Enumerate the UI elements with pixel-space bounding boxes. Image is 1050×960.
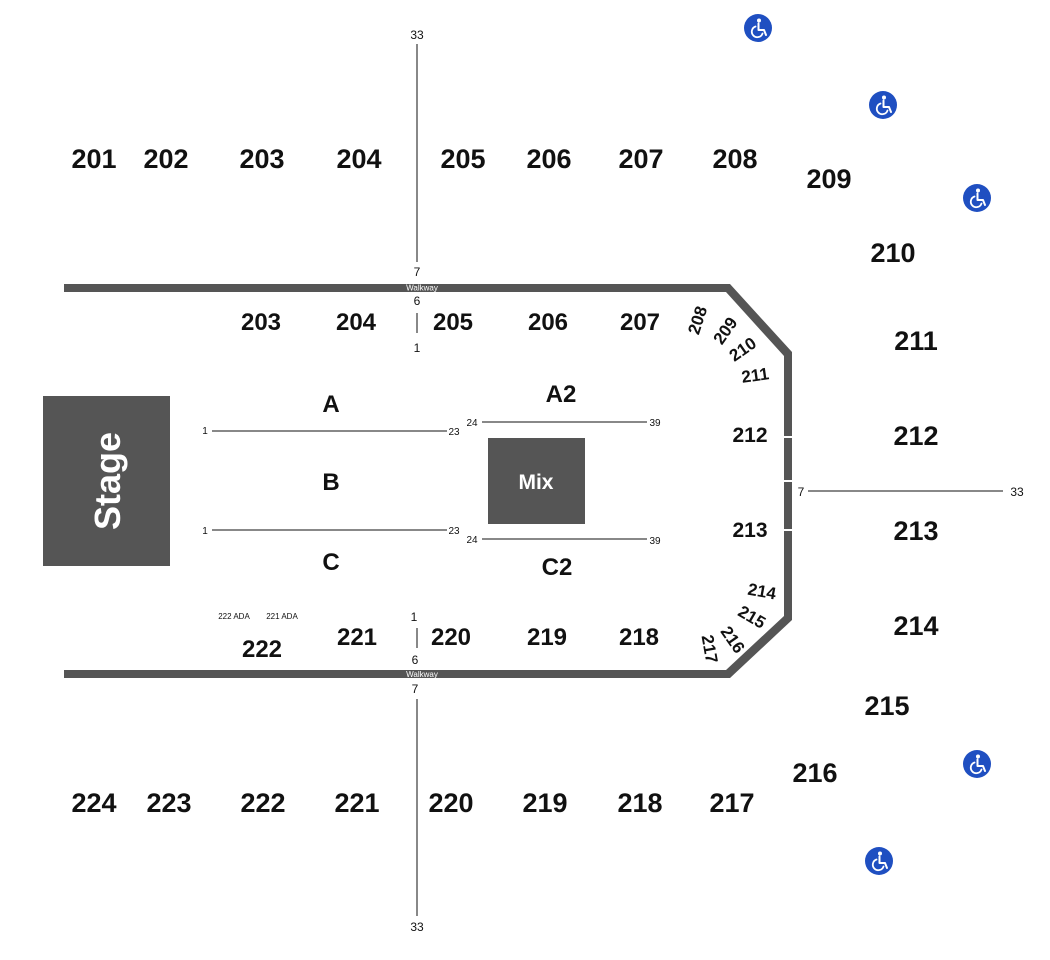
floor-section-213[interactable]: 213 — [732, 519, 767, 542]
floor-section-206[interactable]: 206 — [528, 309, 568, 336]
floor-section-217[interactable]: 217 — [698, 633, 722, 664]
section-211[interactable]: 211 — [894, 326, 938, 356]
section-224[interactable]: 224 — [71, 788, 116, 818]
section-212[interactable]: 212 — [893, 421, 938, 451]
seat-number: 7 — [412, 682, 419, 696]
seat-number: 24 — [466, 418, 478, 429]
section-216[interactable]: 216 — [792, 758, 837, 788]
floor-section-203[interactable]: 203 — [241, 309, 281, 336]
upper-sections-right: 211 212 213 214 215 216 — [792, 326, 938, 788]
section-203[interactable]: 203 — [239, 144, 284, 174]
seat-number: 39 — [649, 418, 661, 429]
mix-position: Mix — [488, 438, 585, 524]
seat-number: 1 — [202, 426, 208, 437]
seat-number: 1 — [411, 610, 418, 624]
floor-section-222[interactable]: 222 — [242, 636, 282, 663]
wheelchair-icon — [868, 90, 898, 120]
seat-number: 24 — [466, 535, 478, 546]
upper-sections-top: 201 202 203 204 205 206 207 208 209 210 — [71, 144, 915, 268]
section-204[interactable]: 204 — [336, 144, 381, 174]
floor-section-221[interactable]: 221 — [337, 624, 377, 651]
section-210[interactable]: 210 — [870, 238, 915, 268]
floor-row-c[interactable]: C — [322, 549, 339, 576]
floor-section-204[interactable]: 204 — [336, 309, 377, 336]
upper-sections-bottom: 224 223 222 221 220 219 218 217 — [71, 788, 754, 818]
floor-section-211[interactable]: 211 — [740, 364, 770, 387]
walkway-label-top: Walkway — [406, 284, 438, 293]
seat-number: 1 — [414, 341, 421, 355]
section-213[interactable]: 213 — [893, 516, 938, 546]
section-219[interactable]: 219 — [522, 788, 567, 818]
floor-section-215[interactable]: 215 — [735, 602, 769, 633]
seat-number: 7 — [414, 265, 421, 279]
seat-number: 1 — [202, 526, 208, 537]
section-201[interactable]: 201 — [71, 144, 116, 174]
section-214[interactable]: 214 — [893, 611, 938, 641]
floor-sections-bottom: 222 221 220 219 218 — [242, 624, 659, 663]
seat-number: 6 — [412, 653, 419, 667]
stage[interactable]: Stage — [43, 396, 170, 566]
floor-rows: A B C A2 C2 — [322, 381, 576, 581]
seat-number: 23 — [448, 427, 460, 438]
floor-sections-top: 203 204 205 206 207 — [241, 309, 660, 336]
walkway-label-bottom: Walkway — [406, 670, 438, 679]
floor-structure — [64, 284, 796, 678]
floor-row-a2[interactable]: A2 — [546, 381, 577, 408]
seat-number: 39 — [649, 536, 661, 547]
floor-row-b[interactable]: B — [322, 469, 339, 496]
section-202[interactable]: 202 — [143, 144, 188, 174]
stage-label: Stage — [87, 432, 128, 530]
section-209[interactable]: 209 — [806, 164, 851, 194]
floor-sections-bottom-corner: 214 215 216 217 — [698, 580, 779, 665]
section-208[interactable]: 208 — [712, 144, 757, 174]
wheelchair-icon — [962, 749, 992, 779]
section-207[interactable]: 207 — [618, 144, 663, 174]
section-215[interactable]: 215 — [864, 691, 909, 721]
floor-section-207[interactable]: 207 — [620, 309, 660, 336]
seat-number: 23 — [448, 526, 460, 537]
section-217[interactable]: 217 — [709, 788, 754, 818]
section-218[interactable]: 218 — [617, 788, 662, 818]
section-220[interactable]: 220 — [428, 788, 473, 818]
wheelchair-icon — [743, 13, 773, 43]
ada-label: 221 ADA — [266, 612, 298, 621]
floor-row-a[interactable]: A — [322, 391, 339, 418]
accessible-icons — [743, 13, 992, 876]
seat-number: 33 — [410, 28, 424, 42]
floor-section-214[interactable]: 214 — [746, 580, 778, 604]
floor-section-220[interactable]: 220 — [431, 624, 471, 651]
ada-label: 222 ADA — [218, 612, 250, 621]
seat-number: 33 — [1010, 485, 1024, 499]
floor-section-208[interactable]: 208 — [684, 304, 711, 337]
floor-row-c2[interactable]: C2 — [542, 554, 573, 581]
seat-number: 33 — [410, 920, 424, 934]
aisle-lines — [212, 44, 1003, 916]
seat-numbers: 33 7 6 1 1 6 7 33 7 33 1 23 24 39 1 23 2… — [202, 28, 1024, 934]
floor-section-212[interactable]: 212 — [732, 424, 767, 447]
section-221[interactable]: 221 — [334, 788, 379, 818]
seat-number: 7 — [798, 485, 805, 499]
floor-sections-right: 212 213 — [732, 424, 767, 542]
wheelchair-icon — [864, 846, 894, 876]
mix-label: Mix — [518, 471, 553, 494]
floor-section-219[interactable]: 219 — [527, 624, 567, 651]
seat-number: 6 — [414, 294, 421, 308]
wheelchair-icon — [962, 183, 992, 213]
section-222[interactable]: 222 — [240, 788, 285, 818]
floor-section-216[interactable]: 216 — [717, 623, 749, 657]
floor-section-205[interactable]: 205 — [433, 309, 473, 336]
section-223[interactable]: 223 — [146, 788, 191, 818]
section-205[interactable]: 205 — [440, 144, 485, 174]
floor-section-218[interactable]: 218 — [619, 624, 659, 651]
section-206[interactable]: 206 — [526, 144, 571, 174]
